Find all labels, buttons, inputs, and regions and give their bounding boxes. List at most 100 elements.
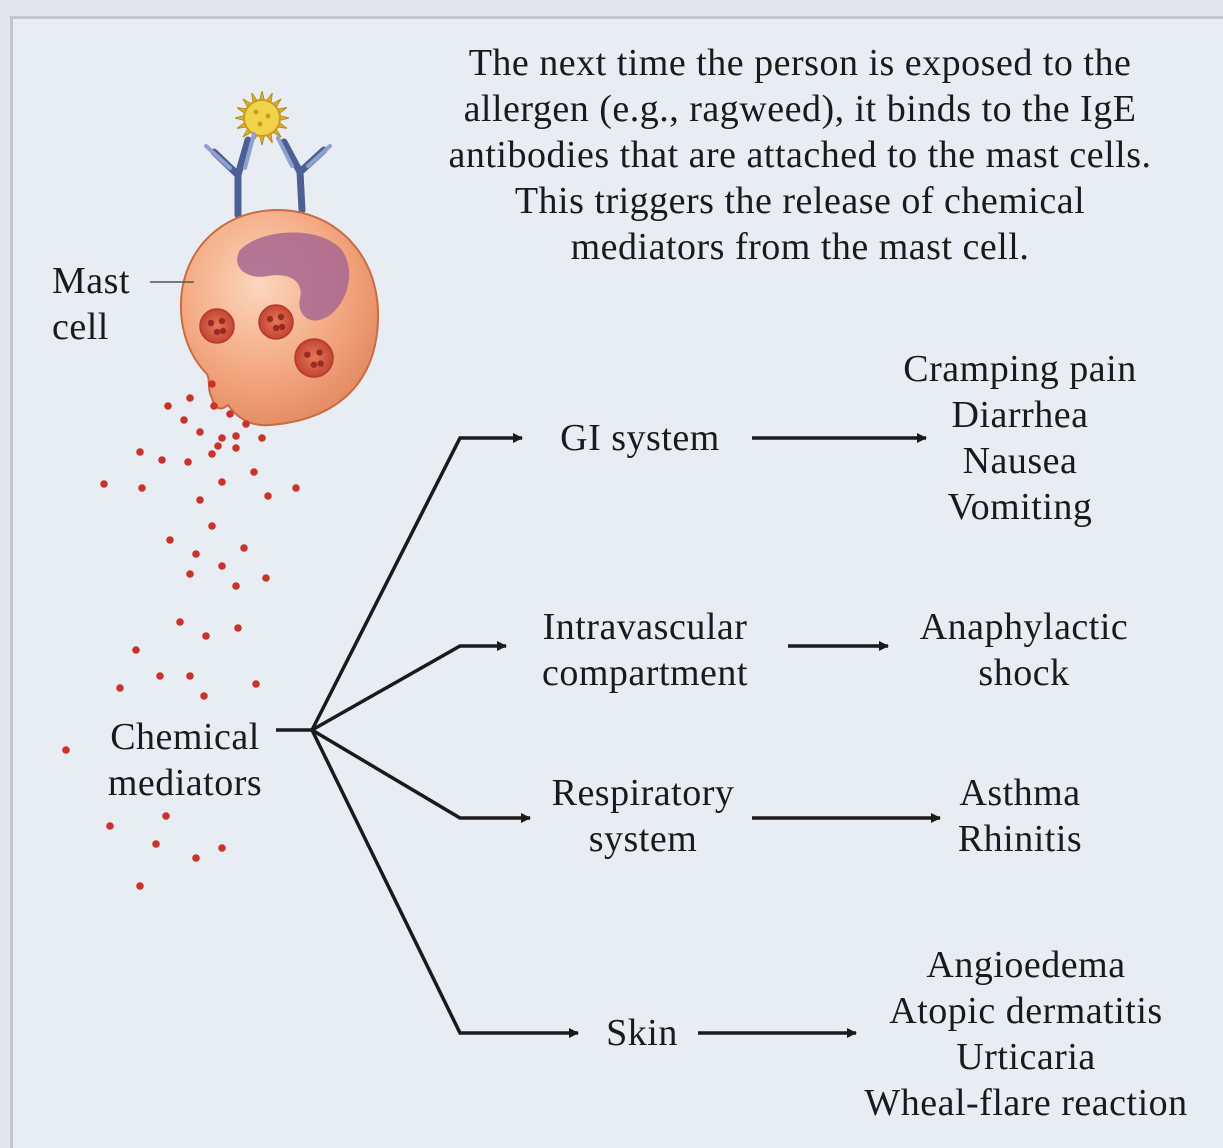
intravascular-label: Intravascular compartment — [510, 604, 780, 696]
granule — [259, 305, 293, 339]
gi-system-label: GI system — [530, 415, 750, 461]
mediator-dot — [264, 492, 272, 500]
intravascular-effects: Anaphylactic shock — [894, 604, 1154, 696]
granule-speck — [220, 328, 226, 334]
mediator-dot — [192, 550, 200, 558]
effect-item: Nausea — [870, 438, 1170, 484]
granule-speck — [311, 362, 317, 368]
mast-cell-label: Mast cell — [52, 258, 130, 350]
granule-speck — [318, 360, 324, 366]
arrow-to-respiratory — [312, 730, 530, 818]
mediator-dot — [162, 812, 170, 820]
mast-cell-label-line: Mast — [52, 258, 130, 304]
mast-cell-label-line: cell — [52, 304, 130, 350]
intravascular-label-line: compartment — [510, 650, 780, 696]
mediator-dot — [156, 672, 164, 680]
granule-speck — [219, 318, 225, 324]
granule — [295, 339, 333, 377]
arrow-to-intravascular — [312, 646, 506, 730]
mediator-dot — [208, 380, 216, 388]
effect-item: Rhinitis — [920, 816, 1120, 862]
mediator-dot — [218, 434, 226, 442]
mediator-dot — [262, 574, 270, 582]
respiratory-effects: Asthma Rhinitis — [920, 770, 1120, 862]
mediator-dot — [180, 416, 188, 424]
mediator-dot — [136, 882, 144, 890]
mediator-dot — [136, 448, 144, 456]
mast-cell-icon — [181, 210, 378, 425]
respiratory-label-line: Respiratory — [530, 770, 756, 816]
intro-line: mediators from the mast cell. — [380, 224, 1220, 270]
mediator-dot — [240, 544, 248, 552]
mediator-dot — [186, 570, 194, 578]
gi-system-label-line: GI system — [530, 415, 750, 461]
chemical-mediators-label-line: Chemical — [90, 714, 280, 760]
granule-speck — [279, 324, 285, 330]
mediator-dot — [186, 394, 194, 402]
mediator-dot — [226, 410, 234, 418]
chemical-mediators-label: Chemical mediators — [90, 714, 280, 806]
mediator-dot — [218, 478, 226, 486]
mediator-dot — [184, 458, 192, 466]
mediator-dot — [232, 582, 240, 590]
skin-label: Skin — [592, 1010, 692, 1056]
mediator-dot — [200, 692, 208, 700]
effect-item: shock — [894, 650, 1154, 696]
effect-item: Angioedema — [846, 942, 1206, 988]
mediator-dot — [158, 456, 166, 464]
effect-item: Anaphylactic — [894, 604, 1154, 650]
mediator-dot — [250, 468, 258, 476]
mediator-dot — [186, 672, 194, 680]
granule-speck — [278, 314, 284, 320]
mediator-dot — [116, 684, 124, 692]
mediator-dot — [258, 434, 266, 442]
mediator-dot — [292, 484, 300, 492]
mediator-dot — [164, 402, 172, 410]
intro-line: This triggers the release of chemical — [380, 178, 1220, 224]
granule-speck — [267, 316, 273, 322]
mediator-dot — [208, 522, 216, 530]
effect-item: Cramping pain — [870, 346, 1170, 392]
effect-item: Asthma — [920, 770, 1120, 816]
granule — [200, 309, 234, 343]
mediator-dot — [62, 746, 70, 754]
intro-text: The next time the person is exposed to t… — [380, 40, 1220, 270]
mediator-dot — [234, 624, 242, 632]
mediator-dot — [218, 844, 226, 852]
intravascular-label-line: Intravascular — [510, 604, 780, 650]
mediator-dot — [106, 822, 114, 830]
mediator-dot — [210, 402, 218, 410]
mediator-dot — [214, 442, 222, 450]
granule-speck — [214, 329, 220, 335]
arrow-to-gi-system — [312, 438, 522, 730]
granule-speck — [316, 349, 322, 355]
branch-arrows — [276, 438, 578, 1033]
intro-line: antibodies that are attached to the mast… — [380, 132, 1220, 178]
effect-item: Wheal-flare reaction — [846, 1080, 1206, 1126]
granule-speck — [273, 325, 279, 331]
mediator-dot — [196, 428, 204, 436]
mediator-dot — [242, 420, 250, 428]
mediator-dot — [176, 618, 184, 626]
effect-item: Vomiting — [870, 484, 1170, 530]
effect-item: Urticaria — [846, 1034, 1206, 1080]
chemical-mediator-dots — [62, 380, 300, 890]
intro-line: allergen (e.g., ragweed), it binds to th… — [380, 86, 1220, 132]
mediator-dot — [166, 536, 174, 544]
respiratory-label: Respiratory system — [530, 770, 756, 862]
skin-label-line: Skin — [592, 1010, 692, 1056]
mediator-dot — [208, 450, 216, 458]
mediator-dot — [152, 840, 160, 848]
mediator-dot — [138, 484, 146, 492]
mediator-dot — [100, 480, 108, 488]
gi-system-effects: Cramping pain Diarrhea Nausea Vomiting — [870, 346, 1170, 530]
effect-item: Atopic dermatitis — [846, 988, 1206, 1034]
mediator-dot — [218, 562, 226, 570]
respiratory-label-line: system — [530, 816, 756, 862]
mediator-dot — [192, 854, 200, 862]
allergen-icon — [235, 91, 289, 145]
ige-antibody-icon — [206, 134, 330, 215]
chemical-mediators-label-line: mediators — [90, 760, 280, 806]
mediator-dot — [252, 680, 260, 688]
